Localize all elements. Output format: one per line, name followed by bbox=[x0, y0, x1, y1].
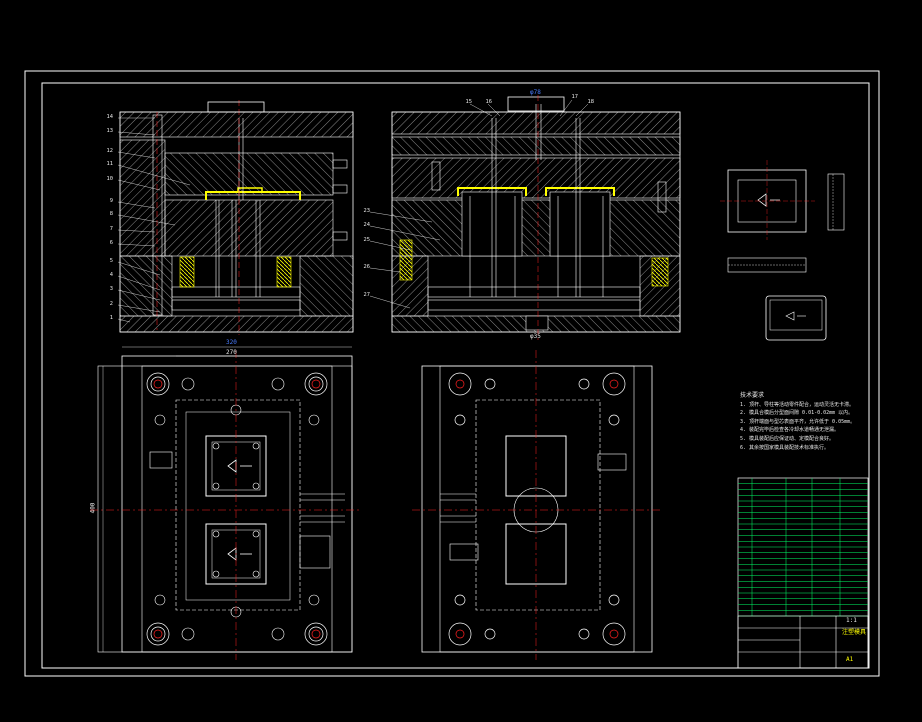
left-section-view bbox=[117, 100, 354, 335]
tech-note-line: 4. 装配完毕后检查各冷却水道畅通无泄漏。 bbox=[740, 427, 840, 434]
drawing-scale: 1:1 bbox=[846, 617, 857, 624]
part-number: 6 bbox=[109, 240, 113, 246]
part-number: 5 bbox=[109, 258, 113, 264]
part-number: 17 bbox=[571, 94, 579, 100]
part-number: 8 bbox=[109, 211, 113, 217]
title-block bbox=[737, 615, 869, 669]
part-number: 11 bbox=[106, 161, 114, 167]
sheet-size: A1 bbox=[846, 656, 854, 663]
part-detail-views bbox=[720, 160, 845, 341]
part-number: 13 bbox=[106, 128, 114, 134]
dim-height: 400 bbox=[89, 502, 97, 514]
dim-plate-width: 270 bbox=[226, 349, 237, 356]
part-number: 25 bbox=[363, 237, 371, 243]
part-number: 7 bbox=[109, 226, 113, 232]
part-number: 9 bbox=[109, 198, 113, 204]
tech-note-line: 2. 模具合模后分型面间隙 0.01-0.02mm 以内。 bbox=[740, 410, 854, 417]
tech-notes-title: 技术要求 bbox=[740, 392, 765, 399]
part-number: 18 bbox=[587, 99, 595, 105]
part-number: 23 bbox=[363, 208, 371, 214]
tech-note-line: 3. 顶杆端面与型芯表面平齐，允许低于 0.05mm。 bbox=[740, 418, 856, 425]
dim-right-top: φ78 bbox=[530, 89, 541, 96]
part-number: 24 bbox=[363, 222, 371, 228]
inner-frame bbox=[41, 82, 870, 669]
part-number: 15 bbox=[465, 99, 473, 105]
part-number: 26 bbox=[363, 264, 371, 270]
part-number: 12 bbox=[106, 148, 114, 154]
dim-top-width: 320 bbox=[226, 339, 237, 346]
part-number: 10 bbox=[106, 176, 114, 182]
part-number: 27 bbox=[363, 292, 371, 298]
left-plan-view bbox=[90, 346, 360, 660]
bom-table bbox=[737, 477, 869, 669]
outer-frame bbox=[24, 70, 880, 677]
drawing-name: 注塑模具 bbox=[842, 629, 867, 636]
part-number: 4 bbox=[109, 272, 113, 278]
right-plan-view bbox=[412, 350, 662, 660]
part-number: 1 bbox=[109, 315, 113, 321]
part-number: 14 bbox=[106, 114, 114, 120]
tech-note-line: 5. 模具装配后应保证动、定模配合良好。 bbox=[740, 435, 835, 442]
tech-note-line: 6. 其余按国家模具装配技术标准执行。 bbox=[740, 444, 830, 451]
technical-requirements: 技术要求 1. 顶杆、导柱等活动零件配合，运动灵活无卡滞。 2. 模具合模后分型… bbox=[740, 392, 868, 452]
part-number: 3 bbox=[109, 286, 113, 292]
tech-note-line: 1. 顶杆、导柱等活动零件配合，运动灵活无卡滞。 bbox=[740, 401, 855, 408]
part-number: 16 bbox=[485, 99, 493, 105]
right-section-view bbox=[369, 95, 681, 340]
part-number: 2 bbox=[109, 301, 113, 307]
dim-right-bottom: φ35 bbox=[530, 333, 541, 340]
